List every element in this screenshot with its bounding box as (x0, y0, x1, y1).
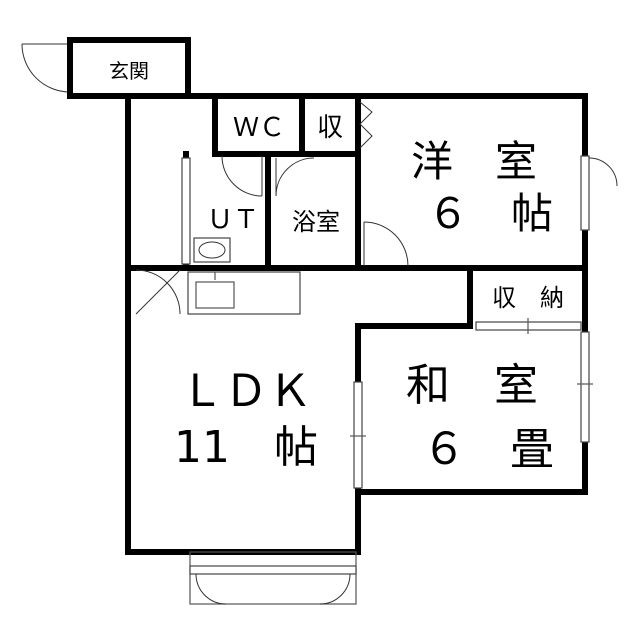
ldk-size: 11 帖 (174, 422, 318, 473)
ldk-door (135, 269, 181, 315)
japanese-room-label: 和 室 (406, 360, 538, 411)
entrance-label: 玄関 (109, 59, 149, 83)
japanese-room-size: ６ 畳 (422, 424, 554, 475)
bath-label: 浴室 (292, 208, 340, 236)
storage-folding-door (359, 101, 373, 149)
ut-label: ＵＴ (207, 205, 259, 235)
small-storage-label: 収 (317, 113, 343, 143)
storage-label: 収 納 (492, 284, 564, 312)
windows (181, 155, 618, 605)
wc-door (221, 155, 263, 197)
western-room-door (363, 221, 409, 267)
kitchen-counter (187, 271, 301, 315)
washbasin (193, 237, 231, 263)
wc-label: ＷＣ (233, 113, 285, 143)
bath-door (275, 157, 315, 197)
entrance-door (21, 43, 71, 96)
western-room-label: 洋 室 (411, 137, 537, 186)
ldk-label: ＬＤＫ (180, 366, 312, 417)
western-room-size: ６ 帖 (427, 189, 553, 238)
